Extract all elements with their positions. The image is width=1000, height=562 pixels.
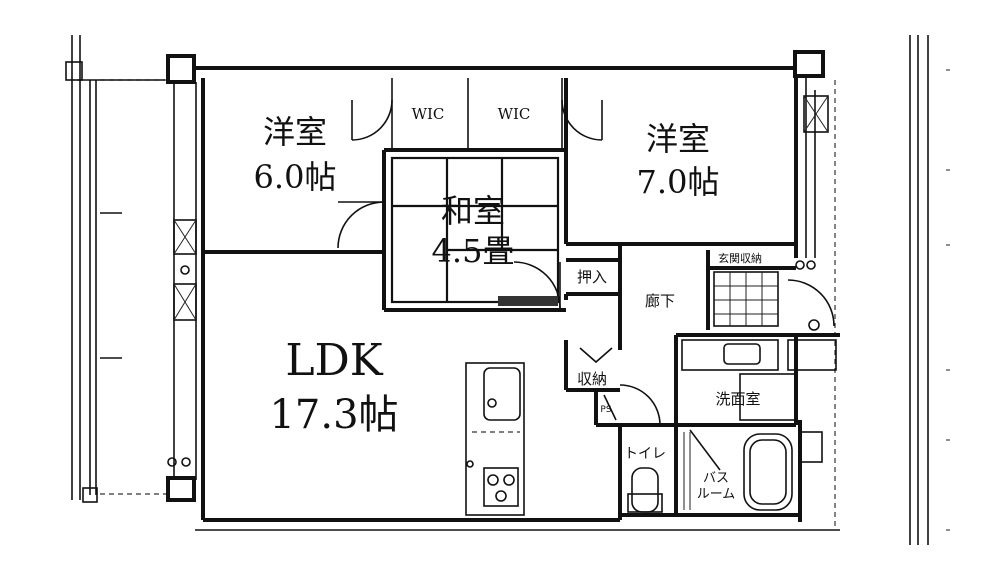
outer-walls (194, 50, 840, 531)
entrance-storage-label: 玄関収納 (718, 251, 762, 265)
entrance-tiles (713, 271, 779, 327)
closet-label: 押入 (577, 268, 607, 286)
washroom-fixtures (681, 339, 837, 421)
western-room-left-size: 6.0帖 (254, 158, 337, 196)
wic-right-label: WIC (498, 105, 531, 123)
exterior-right (909, 35, 950, 545)
western-room-left-label: 洋室 (263, 113, 327, 151)
kitchen (465, 362, 525, 516)
ldk-label: LDK (285, 335, 383, 386)
toilet-fixture (627, 467, 663, 513)
hallway-label: 廊下 (645, 292, 675, 310)
storage-label: 収納 (577, 370, 607, 388)
balcony (65, 35, 170, 503)
bathroom-label-line2: ルーム (697, 487, 736, 502)
door-swings (337, 99, 835, 471)
washroom-label: 洗面室 (715, 390, 760, 408)
bathroom-label-line1: バス (703, 471, 729, 486)
western-room-right-size: 7.0帖 (637, 163, 720, 201)
interior-walls (203, 78, 840, 520)
western-room-right-label: 洋室 (646, 120, 710, 158)
ldk-size: 17.3帖 (269, 392, 398, 438)
wic-left-label: WIC (412, 105, 445, 123)
japanese-room-size: 4.5畳 (432, 232, 515, 270)
bathtub (683, 432, 793, 511)
toilet-label: トイレ (624, 446, 666, 462)
japanese-room-label: 和室 (441, 192, 505, 230)
pipe-space-label: PS (600, 405, 611, 415)
left-sash (166, 54, 197, 502)
tatami-layout (390, 156, 560, 306)
